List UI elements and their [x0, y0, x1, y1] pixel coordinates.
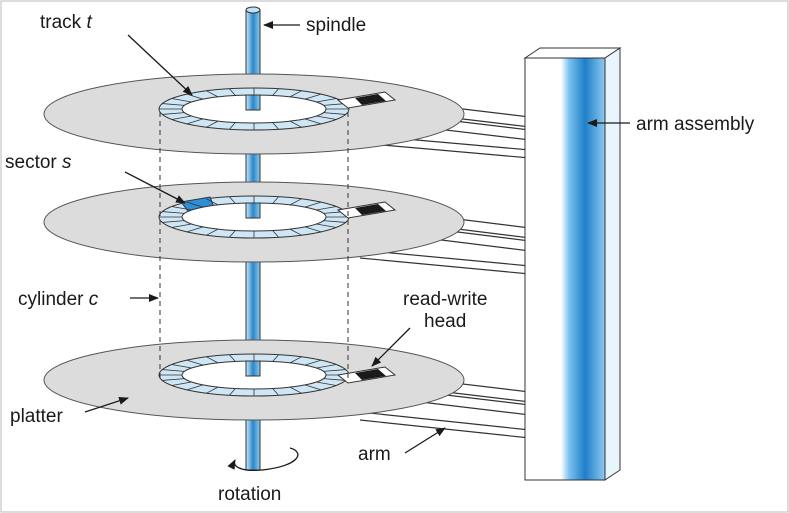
- sector-divider: [304, 384, 322, 391]
- sector-divider: [316, 381, 337, 386]
- arm-assembly: [523, 47, 622, 481]
- sector-divider: [186, 226, 204, 233]
- cylinder-label: cylinder c: [18, 289, 99, 310]
- sector-divider: [304, 201, 322, 208]
- sector-divider: [229, 88, 236, 96]
- sector-divider: [162, 369, 185, 372]
- sector-divider: [289, 386, 302, 394]
- sector-divider: [304, 93, 322, 100]
- sector-divider: [229, 354, 236, 362]
- sector-label: sector s: [5, 152, 72, 173]
- sector-divider: [304, 226, 322, 233]
- sector-divider: [289, 90, 302, 98]
- sector-divider: [171, 206, 192, 211]
- sector-divider: [171, 115, 192, 120]
- platter-label: platter: [10, 406, 63, 427]
- sector-divider: [272, 88, 279, 96]
- arm-label: arm: [358, 444, 391, 465]
- sector-divider: [162, 103, 185, 106]
- read-write-head-arrow: [371, 327, 411, 367]
- sector-divider: [289, 356, 302, 364]
- sector-divider: [171, 98, 192, 103]
- sector-divider: [206, 356, 219, 364]
- sector-divider: [289, 198, 302, 206]
- platter-top: [43, 73, 465, 155]
- sector-divider: [206, 228, 219, 236]
- sector-divider: [162, 112, 185, 115]
- arm-assembly-label: arm assembly: [636, 114, 755, 135]
- sector-divider: [229, 230, 236, 238]
- sector-divider: [323, 112, 346, 115]
- sector-divider: [206, 198, 219, 206]
- arm-arrow: [404, 427, 446, 454]
- sector-divider: [304, 359, 322, 366]
- rotation-label: rotation: [218, 484, 281, 505]
- sector-divider: [171, 364, 192, 369]
- sector-divider: [272, 196, 279, 204]
- head-label: head: [424, 311, 466, 332]
- rotation-arrow: [227, 447, 299, 472]
- platter-bottom: [43, 339, 465, 421]
- sector-divider: [186, 359, 204, 366]
- sector-divider: [272, 122, 279, 130]
- read-write-heads: [336, 91, 397, 384]
- track-label: track t: [40, 12, 92, 33]
- sector-divider: [272, 388, 279, 396]
- sector-arrow: [124, 171, 186, 204]
- sector-divider: [229, 122, 236, 130]
- sector-divider: [171, 381, 192, 386]
- sector-divider: [272, 230, 279, 238]
- sector-divider: [206, 90, 219, 98]
- spindle-label: spindle: [306, 15, 366, 36]
- sector-divider: [162, 211, 185, 214]
- sector-divider: [229, 388, 236, 396]
- platter-arrow: [84, 396, 129, 413]
- read-write-head: [355, 204, 386, 215]
- sector-divider: [289, 228, 302, 236]
- sector-divider: [316, 364, 337, 369]
- track-arrow: [127, 34, 193, 96]
- sector-divider: [229, 196, 236, 204]
- sector-divider: [316, 223, 337, 228]
- sector-divider: [272, 354, 279, 362]
- sector-divider: [186, 118, 204, 125]
- sector-divider: [316, 206, 337, 211]
- track-sectors: [159, 196, 349, 238]
- sector-divider: [316, 115, 337, 120]
- platter-middle: [43, 181, 465, 263]
- sector-divider: [289, 120, 302, 128]
- sector-divider: [206, 120, 219, 128]
- sector-divider: [171, 223, 192, 228]
- sector-divider: [323, 369, 346, 372]
- track-sectors: [159, 354, 349, 396]
- sector-divider: [186, 384, 204, 391]
- sector-divider: [304, 118, 322, 125]
- sector-divider: [323, 220, 346, 223]
- sector-divider: [206, 386, 219, 394]
- read-write-label: read-write: [403, 289, 487, 310]
- sector-divider: [162, 378, 185, 381]
- sector-divider: [316, 98, 337, 103]
- sector-divider: [186, 201, 204, 208]
- sector-divider: [162, 220, 185, 223]
- sector-divider: [323, 378, 346, 381]
